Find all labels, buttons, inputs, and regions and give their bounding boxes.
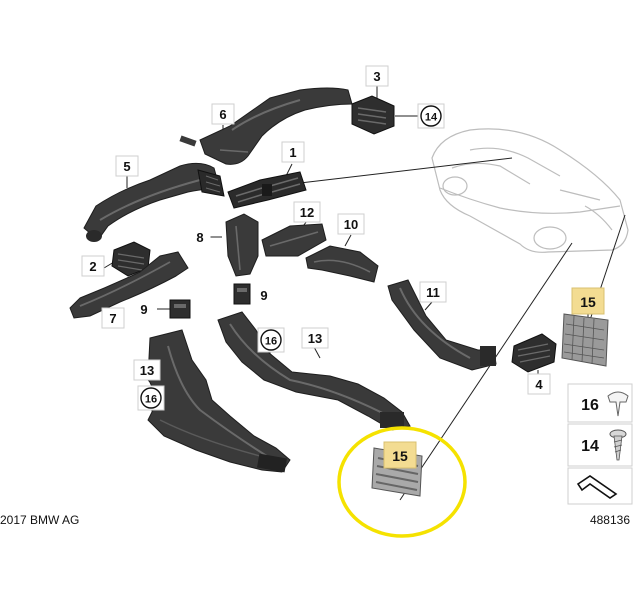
callout-12: 12 (293, 201, 321, 223)
svg-text:13: 13 (308, 331, 322, 346)
svg-text:3: 3 (373, 69, 380, 84)
part-6-duct (179, 87, 353, 165)
callout-15a: 15 (571, 287, 605, 315)
callout-16a: 16 (257, 327, 285, 353)
callout-3: 3 (365, 65, 389, 87)
clip-icon (607, 391, 629, 417)
part-3-vent (351, 95, 395, 135)
svg-text:16: 16 (581, 397, 599, 414)
svg-text:6: 6 (219, 107, 226, 122)
callout-1: 1 (281, 141, 305, 163)
svg-text:12: 12 (300, 205, 314, 220)
part-5-duct (83, 162, 225, 242)
part-8-duct (225, 213, 259, 277)
part-4-vent (511, 333, 557, 373)
svg-text:15: 15 (580, 294, 596, 310)
callout-11: 11 (419, 281, 447, 303)
legend-arrow-box (567, 467, 633, 505)
callout-6: 6 (211, 103, 235, 125)
legend-item-16: 16 (567, 383, 633, 423)
svg-text:13: 13 (140, 363, 154, 378)
svg-text:7: 7 (109, 311, 116, 326)
svg-text:10: 10 (344, 217, 358, 232)
callout-5: 5 (115, 155, 139, 177)
callout-7: 7 (101, 307, 125, 329)
car-outline (431, 128, 629, 253)
svg-text:5: 5 (123, 159, 130, 174)
callout-13b: 13 (301, 327, 329, 349)
callout-4: 4 (527, 373, 551, 395)
callout-8: 8 (189, 226, 211, 248)
part-7-duct (69, 251, 189, 319)
part-15-grille-a (561, 313, 609, 367)
highlight-circle (337, 426, 467, 538)
arrow-icon (576, 475, 618, 499)
svg-text:14: 14 (581, 438, 599, 455)
svg-text:9: 9 (140, 302, 147, 317)
diagram-number: 488136 (590, 513, 630, 527)
legend-item-14: 14 (567, 423, 633, 467)
screw-icon (609, 429, 627, 461)
callout-10: 10 (337, 213, 365, 235)
callout-13a: 13 (133, 359, 161, 381)
callout-9b: 9 (253, 284, 275, 306)
part-10-duct (305, 245, 379, 283)
svg-text:9: 9 (260, 288, 267, 303)
svg-text:16: 16 (265, 336, 277, 348)
svg-text:11: 11 (426, 285, 440, 300)
svg-text:15: 15 (392, 448, 408, 464)
svg-text:16: 16 (145, 394, 157, 406)
callout-15b: 15 (383, 441, 417, 469)
svg-text:14: 14 (425, 112, 438, 124)
callout-16b: 16 (137, 385, 165, 411)
part-12-duct (261, 223, 327, 257)
svg-text:4: 4 (535, 377, 543, 392)
part-1-vent (227, 171, 307, 209)
callout-2: 2 (81, 255, 105, 277)
callout-9a: 9 (133, 298, 155, 320)
copyright-text: 2017 BMW AG (0, 513, 79, 527)
callout-labels: 3 6 1 5 12 10 8 2 (81, 65, 605, 469)
part-9-bracket-b (233, 283, 251, 305)
svg-text:8: 8 (196, 230, 203, 245)
part-9-bracket-a (169, 299, 191, 319)
callout-14: 14 (417, 103, 445, 129)
svg-text:2: 2 (89, 259, 96, 274)
part-11-duct (387, 279, 497, 371)
part-13-duct-a (147, 329, 291, 473)
svg-text:1: 1 (289, 145, 296, 160)
fastener-legend: 16 14 (567, 383, 633, 505)
